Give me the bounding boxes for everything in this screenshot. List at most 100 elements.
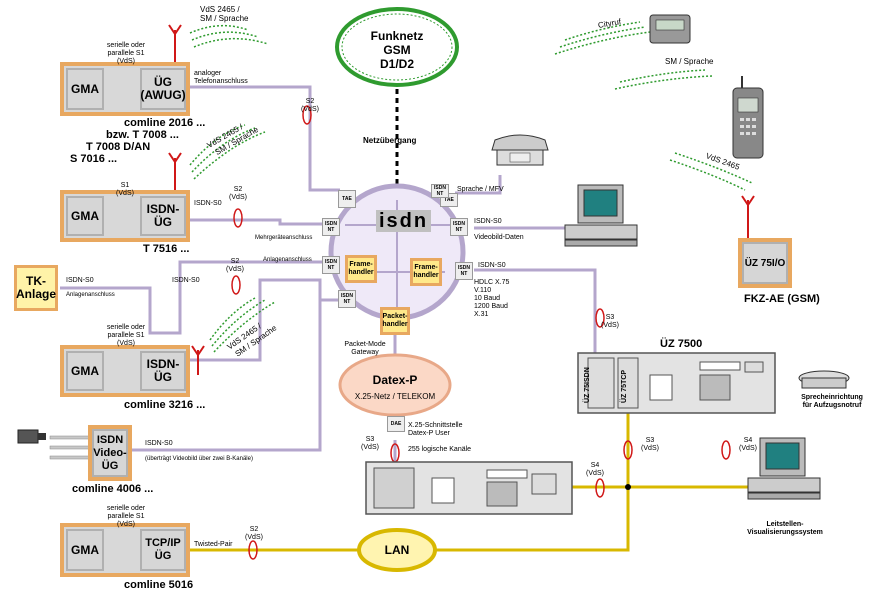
gma-5: GMA bbox=[66, 529, 104, 571]
s3-dae-a: S3 bbox=[365, 436, 375, 443]
mobile-phone-icon bbox=[732, 76, 764, 159]
sm-sprache-label: SM / Sprache bbox=[665, 57, 714, 66]
isdn-nt-left: ISDN NT bbox=[322, 218, 340, 236]
line-phone bbox=[455, 175, 502, 195]
antenna-label-1a: VdS 2465 / bbox=[200, 5, 240, 14]
note-4: (überträgt Videobild über zwei B-Kanäle) bbox=[145, 456, 253, 462]
iface-5a: serielle oder bbox=[106, 505, 146, 512]
isdn-logo: isdn bbox=[376, 210, 432, 232]
s2-label-3b: (VdS) bbox=[226, 266, 244, 273]
x25-b: Datex-P User bbox=[408, 430, 450, 437]
iface-1c: (VdS) bbox=[117, 58, 135, 65]
iface-5b: parallele S1 bbox=[107, 513, 145, 520]
datexp-cloud bbox=[338, 353, 452, 417]
line-label-2: ISDN-S0 bbox=[194, 200, 222, 207]
anl-label-3: Anlagenanschluss bbox=[263, 257, 312, 263]
sprech-b: für Aufzugsnotruf bbox=[802, 402, 862, 409]
iface-5c: (VdS) bbox=[117, 521, 135, 528]
device-1-name-c: T 7008 D/AN bbox=[86, 141, 151, 153]
computer-icon-video bbox=[564, 184, 638, 247]
uz7500-panel bbox=[577, 352, 776, 414]
line-label-5: Twisted-Pair bbox=[194, 541, 233, 548]
device-1-name-b: bzw. T 7008 ... bbox=[106, 129, 179, 141]
device-5-name: comline 5016 bbox=[124, 579, 194, 591]
frame-handler-2: Frame-handler bbox=[410, 258, 442, 286]
isdn-nt-bottom: ISDN NT bbox=[338, 290, 356, 308]
ug-4: ISDN Video-ÜG bbox=[92, 429, 128, 477]
s2-label-2b: (VdS) bbox=[229, 194, 247, 201]
datex-terminal-panel bbox=[365, 461, 573, 515]
s3-top-a: S3 bbox=[605, 314, 615, 321]
uz75isdn-label: ÜZ 75ISDN bbox=[584, 367, 591, 403]
leit-a: Leitstellen- bbox=[766, 521, 804, 528]
line-label-1b: Telefonanschluss bbox=[194, 78, 248, 85]
ug-5: TCP/IP ÜG bbox=[140, 529, 186, 571]
device-1-name-a: comline 2016 ... bbox=[124, 117, 206, 129]
hdlc-5: X.31 bbox=[474, 311, 489, 318]
s4-b1: S4 bbox=[743, 437, 753, 444]
sprech-a: Sprecheinrichtung bbox=[801, 394, 863, 401]
s4-a1: S4 bbox=[590, 462, 600, 469]
device-3-name: comline 3216 ... bbox=[124, 399, 206, 411]
x25-a: X.25-Schnittstelle bbox=[408, 422, 463, 429]
isdn-nt-hdlc: ISDN NT bbox=[455, 262, 473, 280]
mehr-label: Mehrgeräteanschluss bbox=[255, 235, 313, 241]
uz7500-label: ÜZ 7500 bbox=[660, 338, 703, 350]
line-d4 bbox=[130, 300, 322, 452]
gma-2: GMA bbox=[66, 196, 104, 236]
s4-b2: (VdS) bbox=[739, 445, 757, 452]
line-lan bbox=[436, 385, 630, 552]
telephone-icon bbox=[491, 134, 549, 166]
gsm-line3: D1/D2 bbox=[379, 57, 414, 71]
gma-1: GMA bbox=[66, 68, 104, 110]
ug-2: ISDN-ÜG bbox=[140, 196, 186, 236]
tae-box-1: TAE bbox=[338, 190, 356, 208]
isdn-nt-top: ISDN NT bbox=[431, 184, 449, 198]
s3-mid-b: (VdS) bbox=[641, 445, 659, 452]
uz75tcp-label: ÜZ 75TCP bbox=[621, 369, 628, 403]
video-label: Videobild-Daten bbox=[474, 234, 524, 241]
packet-gw-b: Gateway bbox=[351, 349, 379, 356]
s3-mid-a: S3 bbox=[645, 437, 655, 444]
frame-handler-1: Frame-handler bbox=[345, 255, 377, 283]
device-2-name: T 7516 ... bbox=[143, 243, 190, 255]
datexp-title: Datex-P bbox=[372, 373, 418, 387]
iface-3a: serielle oder bbox=[106, 324, 146, 331]
camera-icon bbox=[17, 429, 46, 444]
s2-label-3a: S2 bbox=[230, 258, 240, 265]
s4-a2: (VdS) bbox=[586, 470, 604, 477]
gsm-cloud bbox=[335, 7, 459, 87]
line-hdlc bbox=[474, 268, 597, 353]
datexp-sub: X.25-Netz / TELEKOM bbox=[354, 392, 436, 401]
device-4-name: comline 4006 ... bbox=[72, 483, 154, 495]
pager-icon bbox=[649, 14, 691, 44]
packet-gw-a: Packet-Mode bbox=[344, 341, 386, 348]
uz75io: ÜZ 75I/O bbox=[742, 242, 788, 284]
gma-3: GMA bbox=[66, 351, 104, 391]
s2-label-1b: (VdS) bbox=[301, 106, 319, 113]
leit-b: Visualisierungssystem bbox=[747, 529, 823, 536]
ug-3: ISDN-ÜG bbox=[140, 351, 186, 391]
iface-1a: serielle oder bbox=[106, 42, 146, 49]
s2-label-5a: S2 bbox=[249, 526, 259, 533]
isdn-nt-right: ISDN NT bbox=[450, 218, 468, 236]
gsm-line2: GSM bbox=[383, 43, 411, 57]
tk-isdn-s0: ISDN-S0 bbox=[172, 277, 200, 284]
s3-top-b: (VdS) bbox=[601, 322, 619, 329]
isdn-s0-video: ISDN-S0 bbox=[474, 218, 502, 225]
tk-line: ISDN-S0 bbox=[66, 277, 94, 284]
gateway-label: Netzübergang bbox=[363, 136, 417, 145]
line-d3 bbox=[188, 278, 338, 362]
s2-label-1a: S2 bbox=[305, 98, 315, 105]
isdn-s0-hdlc: ISDN-S0 bbox=[478, 262, 506, 269]
hdlc-2: V.110 bbox=[474, 287, 492, 294]
tk-anl: Anlagenanschluss bbox=[66, 292, 115, 298]
computer-icon-leitstelle bbox=[747, 437, 821, 500]
isdn-nt-left2: ISDN NT bbox=[322, 256, 340, 274]
dae-box: DAE bbox=[387, 416, 405, 432]
iface-3b: parallele S1 bbox=[107, 332, 145, 339]
intercom-phone-icon bbox=[798, 370, 850, 389]
lan-cloud bbox=[357, 528, 437, 572]
antenna-label-1b: SM / Sprache bbox=[200, 14, 249, 23]
